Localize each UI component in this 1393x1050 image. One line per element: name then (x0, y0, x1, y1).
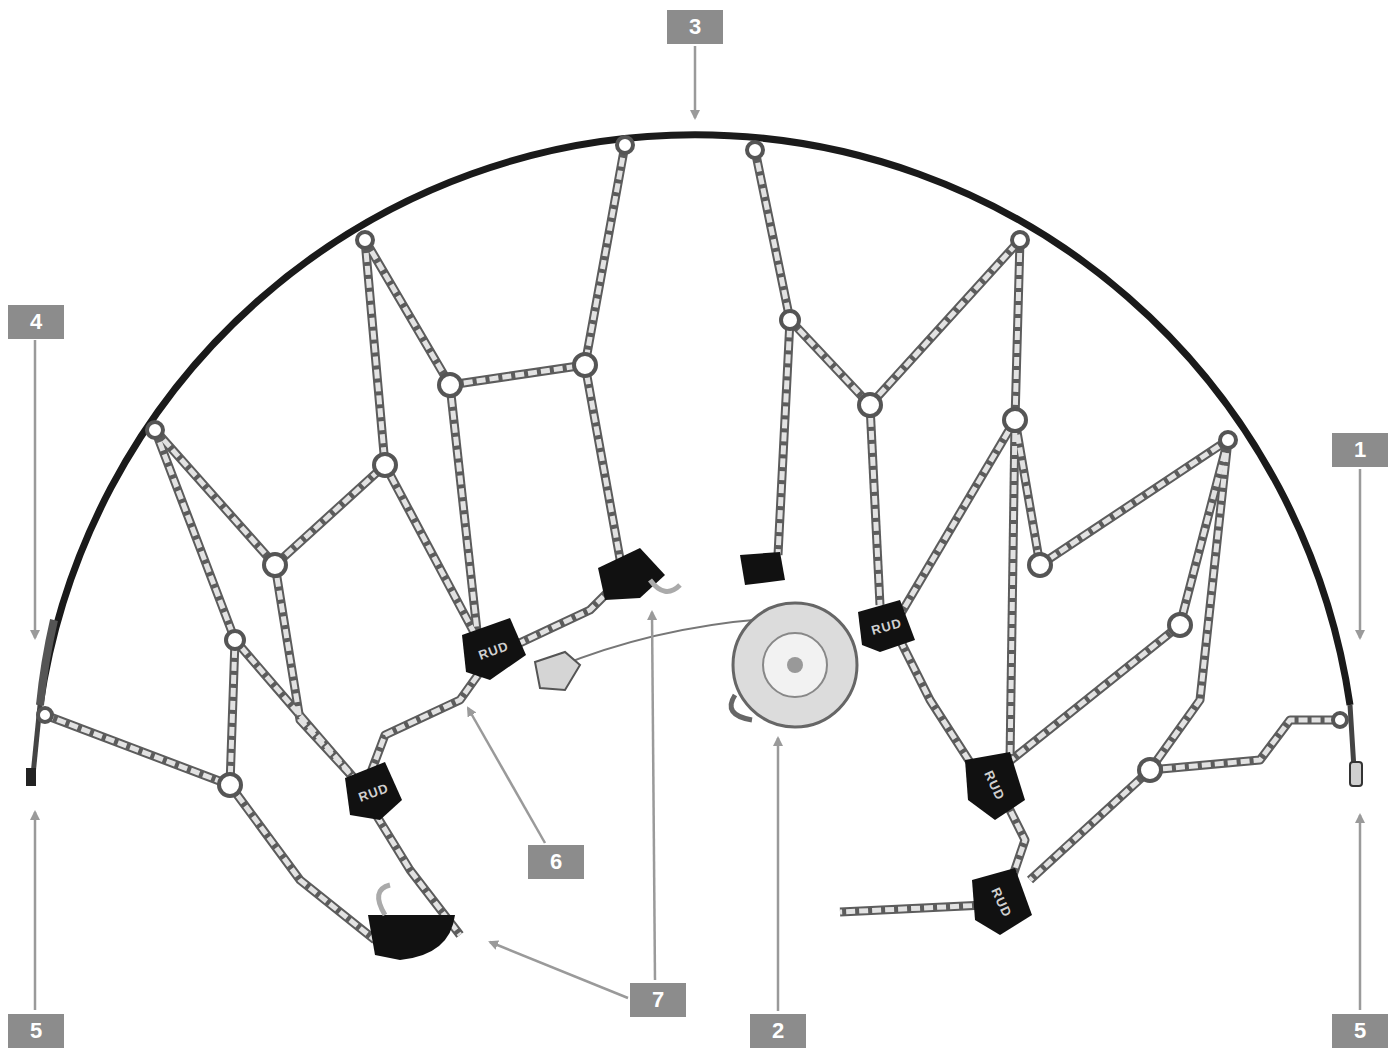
callout-number: 7 (630, 983, 686, 1017)
callout-number: 5 (8, 1014, 64, 1048)
callout-number: 6 (528, 845, 584, 879)
callout-number: 3 (667, 10, 723, 44)
callout-number: 1 (1332, 433, 1388, 467)
callout-number: 4 (8, 305, 64, 339)
callout-number: 5 (1332, 1014, 1388, 1048)
callout-number: 2 (750, 1014, 806, 1048)
